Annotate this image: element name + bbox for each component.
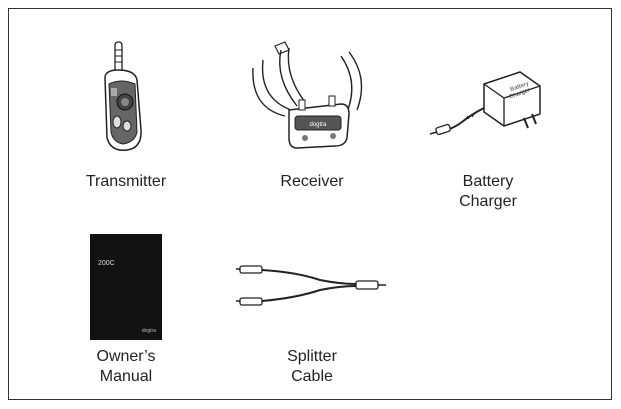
owners-manual-cover: 200C dogtra (90, 234, 162, 340)
receiver-label: Receiver (280, 173, 344, 190)
receiver-brand-text: dogtra (309, 122, 327, 128)
owners-manual-label-line1: Owner’s (96, 348, 156, 365)
manual-brand-text: dogtra (141, 328, 156, 334)
transmitter-label: Transmitter (85, 173, 167, 190)
battery-charger-label-line1: Battery (462, 173, 514, 190)
splitter-cable-label-line2: Cable (291, 368, 333, 385)
battery-charger-illustration: Battery Charger (429, 71, 541, 136)
manual-model-text: 200C (98, 260, 115, 267)
splitter-cable-label-line1: Splitter (287, 348, 337, 365)
receiver-illustration: dogtra (252, 41, 363, 149)
splitter-cable-illustration (236, 265, 386, 306)
transmitter-illustration (104, 41, 142, 151)
battery-charger-label-line2: Charger (459, 193, 517, 210)
owners-manual-label-line2: Manual (99, 368, 153, 385)
